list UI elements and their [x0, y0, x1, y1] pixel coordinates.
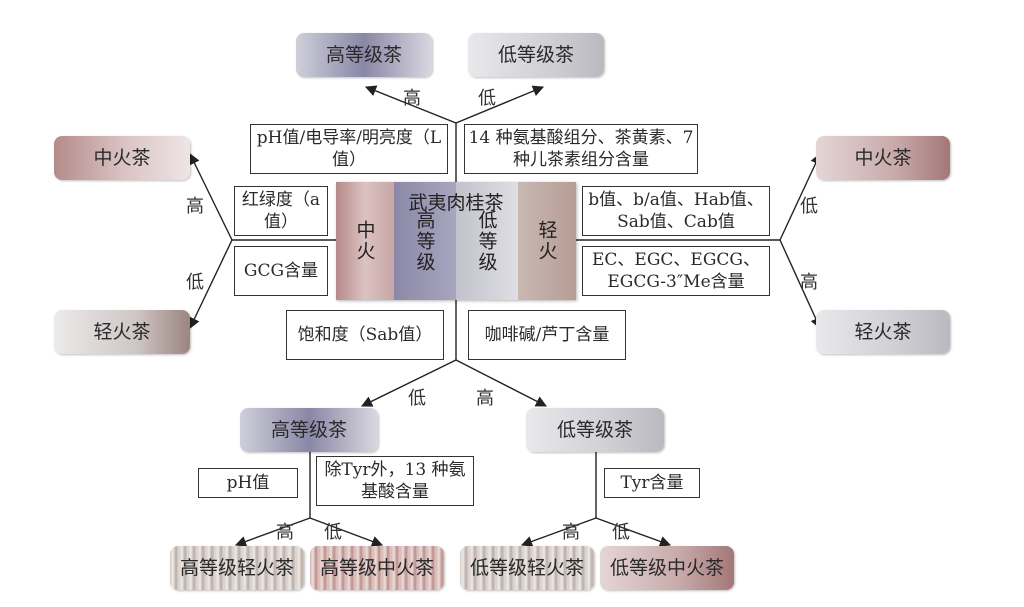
- arrow-to-br-light: [520, 517, 597, 547]
- center-mid-fire: 中火: [336, 182, 394, 300]
- label-br-high: 高: [562, 522, 580, 543]
- label-left-high: 高: [186, 196, 204, 217]
- box-bl-amino-acids: 除Tyr外，13 种氨基酸含量: [316, 456, 474, 506]
- node-bottom-high-grade-tea: 高等级茶: [240, 408, 378, 452]
- label-bl-high: 高: [276, 522, 294, 543]
- node-top-high-grade-tea: 高等级茶: [296, 33, 432, 77]
- arrow-to-left-high: [189, 152, 233, 241]
- box-right-color-values: b值、b/a值、Hab值、Sab值、Cab值: [582, 186, 770, 236]
- arrow-to-right-high: [779, 239, 821, 330]
- label-bl-low: 低: [324, 522, 342, 543]
- node-right-mid-fire-tea: 中火茶: [816, 136, 950, 180]
- node-bottom-low-grade-tea: 低等级茶: [526, 408, 664, 452]
- box-top-right-criteria: 14 种氨基酸组分、茶黄素、7 种儿茶素组分含量: [464, 124, 698, 174]
- box-right-catechins: EC、EGC、EGCG、EGCG-3″Me含量: [582, 246, 770, 296]
- center-block: 中火 高等级 低等级 轻火 武夷肉桂茶: [336, 182, 576, 300]
- arrow-to-top-high: [364, 85, 457, 124]
- node-bl-high-grade-light-fire: 高等级轻火茶: [170, 546, 304, 590]
- center-high-grade: 高等级: [394, 182, 456, 300]
- label-right-low: 低: [800, 196, 818, 217]
- box-left-gcg: GCG含量: [234, 246, 328, 296]
- box-left-redgreen: 红绿度（a值）: [234, 186, 328, 236]
- box-top-left-criteria: pH值/电导率/明亮度（L值）: [250, 124, 448, 174]
- label-right-high: 高: [800, 272, 818, 293]
- arrow-to-left-low: [189, 239, 233, 330]
- box-bl-ph: pH值: [198, 468, 298, 498]
- label-top-high: 高: [403, 88, 421, 109]
- arrow-to-top-low: [455, 85, 545, 124]
- center-low-grade: 低等级: [456, 182, 518, 300]
- node-top-low-grade-tea: 低等级茶: [468, 33, 604, 77]
- box-bottom-caffeine: 咖啡碱/芦丁含量: [468, 310, 626, 360]
- node-left-light-fire-tea: 轻火茶: [54, 310, 190, 354]
- node-br-low-grade-mid-fire: 低等级中火茶: [600, 546, 734, 590]
- arrow-to-bl-light: [234, 517, 311, 547]
- label-bottom-low: 低: [408, 388, 426, 409]
- center-light-fire: 轻火: [518, 182, 576, 300]
- label-bottom-high: 高: [476, 388, 494, 409]
- node-bl-high-grade-mid-fire: 高等级中火茶: [310, 546, 444, 590]
- arrow-to-right-low: [779, 152, 821, 241]
- label-top-low: 低: [478, 88, 496, 109]
- box-bottom-saturation: 饱和度（Sab值）: [286, 310, 444, 360]
- arrow-to-bl-mid: [309, 517, 384, 547]
- node-left-mid-fire-tea: 中火茶: [54, 136, 190, 180]
- label-left-low: 低: [186, 272, 204, 293]
- arrow-to-br-mid: [595, 517, 672, 547]
- node-right-light-fire-tea: 轻火茶: [816, 310, 950, 354]
- box-br-tyr: Tyr含量: [604, 468, 700, 498]
- arrow-to-bottom-high: [455, 359, 547, 407]
- node-br-low-grade-light-fire: 低等级轻火茶: [460, 546, 594, 590]
- center-title: 武夷肉桂茶: [408, 192, 504, 214]
- label-br-low: 低: [612, 522, 630, 543]
- arrow-to-bottom-low: [360, 359, 457, 407]
